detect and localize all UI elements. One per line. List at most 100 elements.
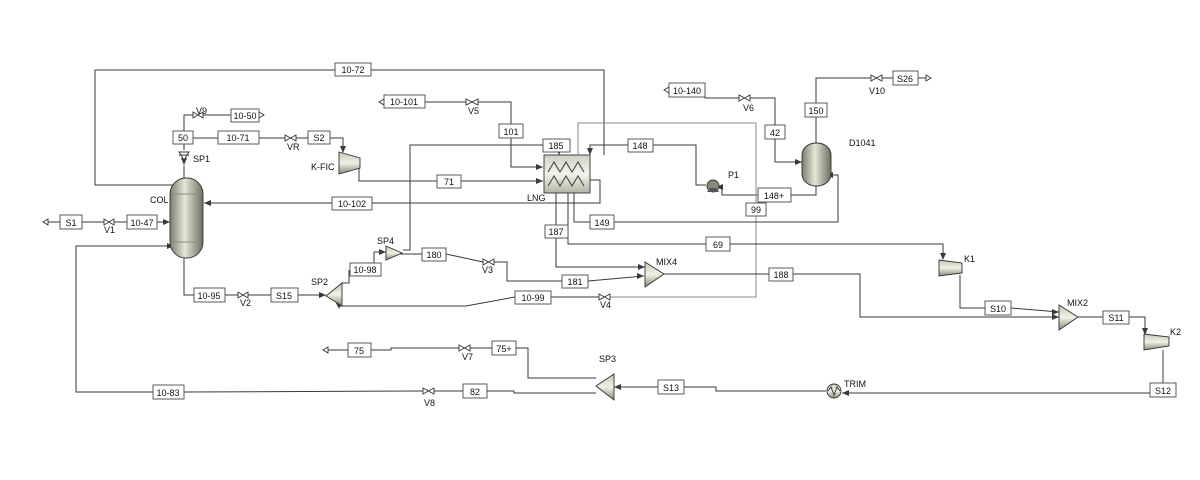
stream-label-10-140: 10-140 xyxy=(673,86,701,96)
line-sp2-10-98 xyxy=(342,270,350,284)
stream-label-150: 150 xyxy=(808,106,823,116)
stream-label-50: 50 xyxy=(178,133,188,143)
stream-label-10-47: 10-47 xyxy=(130,218,153,228)
arrow-into-col-10-47 xyxy=(163,219,170,225)
arrow-into-k1 xyxy=(940,253,946,260)
block-label-v6: V6 xyxy=(743,103,754,113)
valve-v3[interactable] xyxy=(482,258,495,266)
valve-v2[interactable] xyxy=(237,291,249,299)
stream-tag-187[interactable]: 187 xyxy=(544,224,569,239)
col-column[interactable] xyxy=(169,177,204,259)
arrow-into-p1 xyxy=(716,184,723,190)
stream-tag-148-plus[interactable]: 148+ xyxy=(757,187,792,203)
line-188-mix2 xyxy=(793,273,1059,318)
stream-tag-150[interactable]: 150 xyxy=(804,102,828,118)
stream-tag-180[interactable]: 180 xyxy=(421,247,447,262)
terminal-10-50 xyxy=(258,111,265,119)
stream-label-s2: S2 xyxy=(313,133,324,143)
line-trim-s13 xyxy=(684,386,826,392)
valve-v9[interactable] xyxy=(192,111,204,119)
stream-label-75: 75 xyxy=(354,346,364,356)
lng-heat-exchanger[interactable] xyxy=(543,154,591,194)
valve-v5[interactable] xyxy=(465,98,479,106)
stream-label-99: 99 xyxy=(751,205,761,215)
valve-v10[interactable] xyxy=(870,74,883,82)
stream-label-10-98: 10-98 xyxy=(353,265,376,275)
valve-v6[interactable] xyxy=(738,94,751,102)
stream-tag-10-95[interactable]: 10-95 xyxy=(193,287,226,303)
k1-compressor[interactable] xyxy=(938,259,963,277)
block-label-v5: V5 xyxy=(468,106,479,116)
mix2-mixer[interactable] xyxy=(1058,304,1079,331)
stream-tag-75[interactable]: 75 xyxy=(347,342,372,358)
stream-tag-s11[interactable]: S11 xyxy=(1102,310,1130,325)
line-v3-181 xyxy=(494,261,562,282)
stream-tag-s12[interactable]: S12 xyxy=(1149,382,1177,398)
line-181-mix4 xyxy=(587,275,645,282)
stream-tag-s15[interactable]: S15 xyxy=(270,287,299,303)
valve-v7[interactable] xyxy=(458,344,471,352)
stream-tag-10-99[interactable]: 10-99 xyxy=(514,290,552,305)
trim-heater[interactable] xyxy=(826,383,842,399)
line-s2-kfic xyxy=(330,137,344,151)
stream-tag-82[interactable]: 82 xyxy=(462,383,488,399)
stream-tag-10-83[interactable]: 10-83 xyxy=(152,384,185,400)
stream-tag-10-72[interactable]: 10-72 xyxy=(334,62,372,77)
stream-tag-s10[interactable]: S10 xyxy=(984,300,1012,316)
stream-tag-149[interactable]: 149 xyxy=(589,214,615,230)
stream-tag-s13[interactable]: S13 xyxy=(657,379,685,395)
block-label-sp1: SP1 xyxy=(193,154,210,164)
stream-tag-10-102[interactable]: 10-102 xyxy=(331,196,373,211)
stream-tag-42[interactable]: 42 xyxy=(764,124,786,140)
valves xyxy=(103,74,883,395)
stream-tag-69[interactable]: 69 xyxy=(705,236,731,252)
stream-tag-99[interactable]: 99 xyxy=(745,202,767,217)
stream-tag-10-47[interactable]: 10-47 xyxy=(126,214,158,230)
stream-tag-10-140[interactable]: 10-140 xyxy=(668,82,706,98)
stream-tag-10-101[interactable]: 10-101 xyxy=(383,94,426,109)
line-sp3-82 xyxy=(487,390,596,394)
stream-label-10-101: 10-101 xyxy=(390,97,418,107)
stream-tag-188[interactable]: 188 xyxy=(768,267,794,282)
stream-label-75-plus: 75+ xyxy=(496,344,511,354)
block-label-p1: P1 xyxy=(728,170,739,180)
line-d1041-148p xyxy=(791,185,817,196)
stream-tag-101[interactable]: 101 xyxy=(498,123,524,139)
block-label-v3: V3 xyxy=(482,265,493,275)
valve-v1[interactable] xyxy=(103,218,115,226)
stream-tag-148[interactable]: 148 xyxy=(627,138,654,153)
sp2-splitter[interactable] xyxy=(325,282,343,307)
stream-tag-50[interactable]: 50 xyxy=(172,130,194,145)
k2-compressor[interactable] xyxy=(1143,333,1170,351)
stream-label-s15: S15 xyxy=(276,291,292,301)
stream-label-71: 71 xyxy=(444,177,454,187)
d1041-drum[interactable] xyxy=(801,142,832,187)
p1-pump[interactable] xyxy=(706,179,720,193)
valve-vr[interactable] xyxy=(284,134,297,142)
valve-v4[interactable] xyxy=(598,293,611,301)
stream-tag-s2[interactable]: S2 xyxy=(307,130,331,145)
stream-label-10-83: 10-83 xyxy=(156,388,179,398)
k-fic-compressor[interactable] xyxy=(338,151,361,175)
stream-label-10-50: 10-50 xyxy=(233,111,256,121)
stream-tag-s1[interactable]: S1 xyxy=(59,214,83,230)
stream-tag-75-plus[interactable]: 75+ xyxy=(491,340,517,356)
stream-tag-185[interactable]: 185 xyxy=(542,138,571,153)
line-kfic-71 xyxy=(358,163,437,182)
valve-v8[interactable] xyxy=(422,387,435,395)
sp3-splitter[interactable] xyxy=(595,373,615,401)
line-sp3-75p xyxy=(516,347,596,379)
stream-tag-10-50[interactable]: 10-50 xyxy=(230,108,260,123)
sp4-splitter[interactable] xyxy=(385,245,404,261)
stream-tag-10-71[interactable]: 10-71 xyxy=(217,130,260,145)
arrow-into-mix2-s10 xyxy=(1052,309,1059,315)
mix4-mixer[interactable] xyxy=(644,261,665,288)
stream-tag-s26[interactable]: S26 xyxy=(892,70,919,86)
stream-tag-181[interactable]: 181 xyxy=(561,274,589,289)
arrow-into-lng-71 xyxy=(536,178,543,184)
stream-tag-71[interactable]: 71 xyxy=(436,174,462,189)
sp1-splitter[interactable] xyxy=(178,151,190,161)
block-label-col: COL xyxy=(150,195,169,205)
line-10-99-sp2 xyxy=(334,296,516,307)
stream-tag-10-98[interactable]: 10-98 xyxy=(349,262,382,277)
